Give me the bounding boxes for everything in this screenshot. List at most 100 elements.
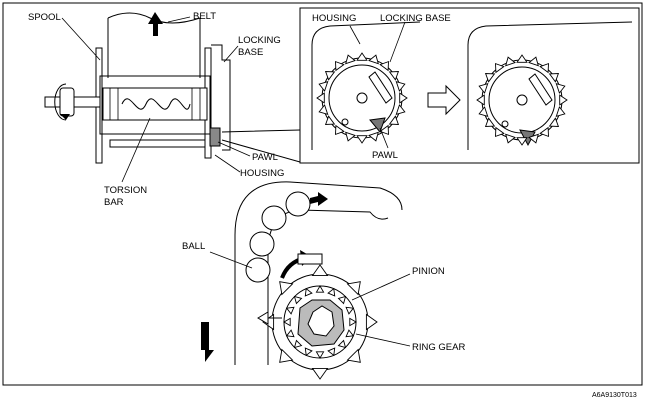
gear-teeth-after xyxy=(476,54,568,146)
gear-tooth xyxy=(528,133,539,144)
center-hole-after xyxy=(516,94,528,106)
arrow-up-icon xyxy=(148,12,163,36)
label-pawl-inset: PAWL xyxy=(372,150,398,161)
leader-lines-bottom xyxy=(209,251,411,347)
leader-lines-left xyxy=(61,16,251,183)
label-spool: SPOOL xyxy=(28,12,61,23)
inset-panel: HOUSING LOCKING BASE PAWL xyxy=(299,7,640,164)
housing-outline-after xyxy=(467,21,633,150)
gear-tooth xyxy=(478,106,489,117)
gear-tooth xyxy=(559,94,568,106)
gear-tooth xyxy=(345,306,355,315)
gear-tooth xyxy=(337,339,347,349)
center-hole xyxy=(356,92,368,104)
gear-tooth xyxy=(505,133,516,144)
label-pinion: PINION xyxy=(412,266,445,277)
gear-tooth xyxy=(304,347,313,357)
pivot-pin xyxy=(341,118,349,126)
arrow-right-icon xyxy=(427,84,461,116)
outer-border xyxy=(2,2,643,386)
gear-tooth xyxy=(318,81,329,92)
pawl-block xyxy=(209,127,221,147)
shaft-collar xyxy=(59,87,75,117)
figure-code: A6A9130T013 xyxy=(592,392,637,399)
arrow-right-icon xyxy=(310,192,328,206)
torsion-bar-spiral xyxy=(121,98,191,110)
gear-tooth xyxy=(388,115,400,125)
gear-tooth xyxy=(368,54,379,65)
gear-tooth xyxy=(304,287,313,297)
gear-tooth xyxy=(318,104,329,115)
gear-tooth xyxy=(335,124,345,136)
gear-tooth xyxy=(324,71,336,81)
gear-tooth xyxy=(368,131,379,142)
gear-tooth xyxy=(285,306,295,315)
arrow-down-icon xyxy=(201,322,214,362)
label-ball: BALL xyxy=(182,241,205,252)
gear-tooth xyxy=(335,60,345,72)
belt-top-edge xyxy=(107,12,201,24)
gear-tooth xyxy=(337,295,347,305)
gear-tooth xyxy=(345,131,356,142)
gear-teeth-before xyxy=(316,52,408,144)
gear-tooth xyxy=(484,73,496,83)
rotation-arrow xyxy=(54,83,67,121)
gear-tooth xyxy=(379,124,389,136)
pinion-teeth xyxy=(283,285,357,359)
gear-tooth xyxy=(315,285,325,293)
gear-tooth xyxy=(395,81,406,92)
guide-slot xyxy=(368,71,393,104)
gear-tooth xyxy=(293,339,303,349)
gear-tooth xyxy=(283,317,291,327)
spool-drum xyxy=(102,87,208,121)
gear-tooth xyxy=(478,83,489,94)
gear-tooth xyxy=(548,73,560,83)
spool-ribs xyxy=(109,88,201,120)
gear-tooth xyxy=(495,62,505,74)
gear-tooth xyxy=(388,71,400,81)
ball-1 xyxy=(285,191,311,217)
gear-tooth xyxy=(311,264,329,277)
gear-tooth xyxy=(327,347,336,357)
inset-border xyxy=(299,7,640,164)
label-ring-gear: RING GEAR xyxy=(412,342,465,353)
pivot-pin-after xyxy=(501,120,509,128)
ball-3 xyxy=(249,231,275,257)
gear-tooth xyxy=(505,56,516,67)
label-torsion: TORSION xyxy=(104,185,147,196)
gear-tooth xyxy=(346,281,361,296)
housing-outline-before xyxy=(311,21,421,150)
ball-2 xyxy=(261,205,287,231)
gear-tooth xyxy=(279,281,294,296)
label-locking-base-2: BASE xyxy=(238,47,263,58)
gear-tooth xyxy=(399,92,408,104)
pinion-hub-hole xyxy=(307,305,335,337)
label-belt: BELT xyxy=(193,11,216,22)
label-housing-inset: HOUSING xyxy=(312,13,356,24)
belt-webbing xyxy=(107,18,201,78)
gear-tooth xyxy=(345,54,356,65)
guide-slot-after xyxy=(528,73,553,106)
gear-tooth xyxy=(395,104,406,115)
gear-tooth xyxy=(279,348,294,363)
gear-tooth xyxy=(539,62,549,74)
gear-tooth xyxy=(365,313,378,331)
retractor-assembly xyxy=(44,12,301,164)
ball-4 xyxy=(245,257,271,283)
label-bar: BAR xyxy=(104,197,124,208)
gear-tooth xyxy=(495,126,505,138)
callout-lines xyxy=(221,129,301,163)
label-locking-base-1: LOCKING xyxy=(238,35,281,46)
gear-tooth xyxy=(528,56,539,67)
gear-tooth xyxy=(311,367,329,380)
gear-tooth xyxy=(548,117,560,127)
locking-gear-before xyxy=(321,57,403,139)
lower-rod xyxy=(109,139,206,148)
gear-tooth xyxy=(324,115,336,125)
gear-tooth xyxy=(555,83,566,94)
gear-tooth xyxy=(476,94,485,106)
guide-tube-outer xyxy=(234,181,403,365)
label-locking-base-inset: LOCKING BASE xyxy=(380,13,451,24)
